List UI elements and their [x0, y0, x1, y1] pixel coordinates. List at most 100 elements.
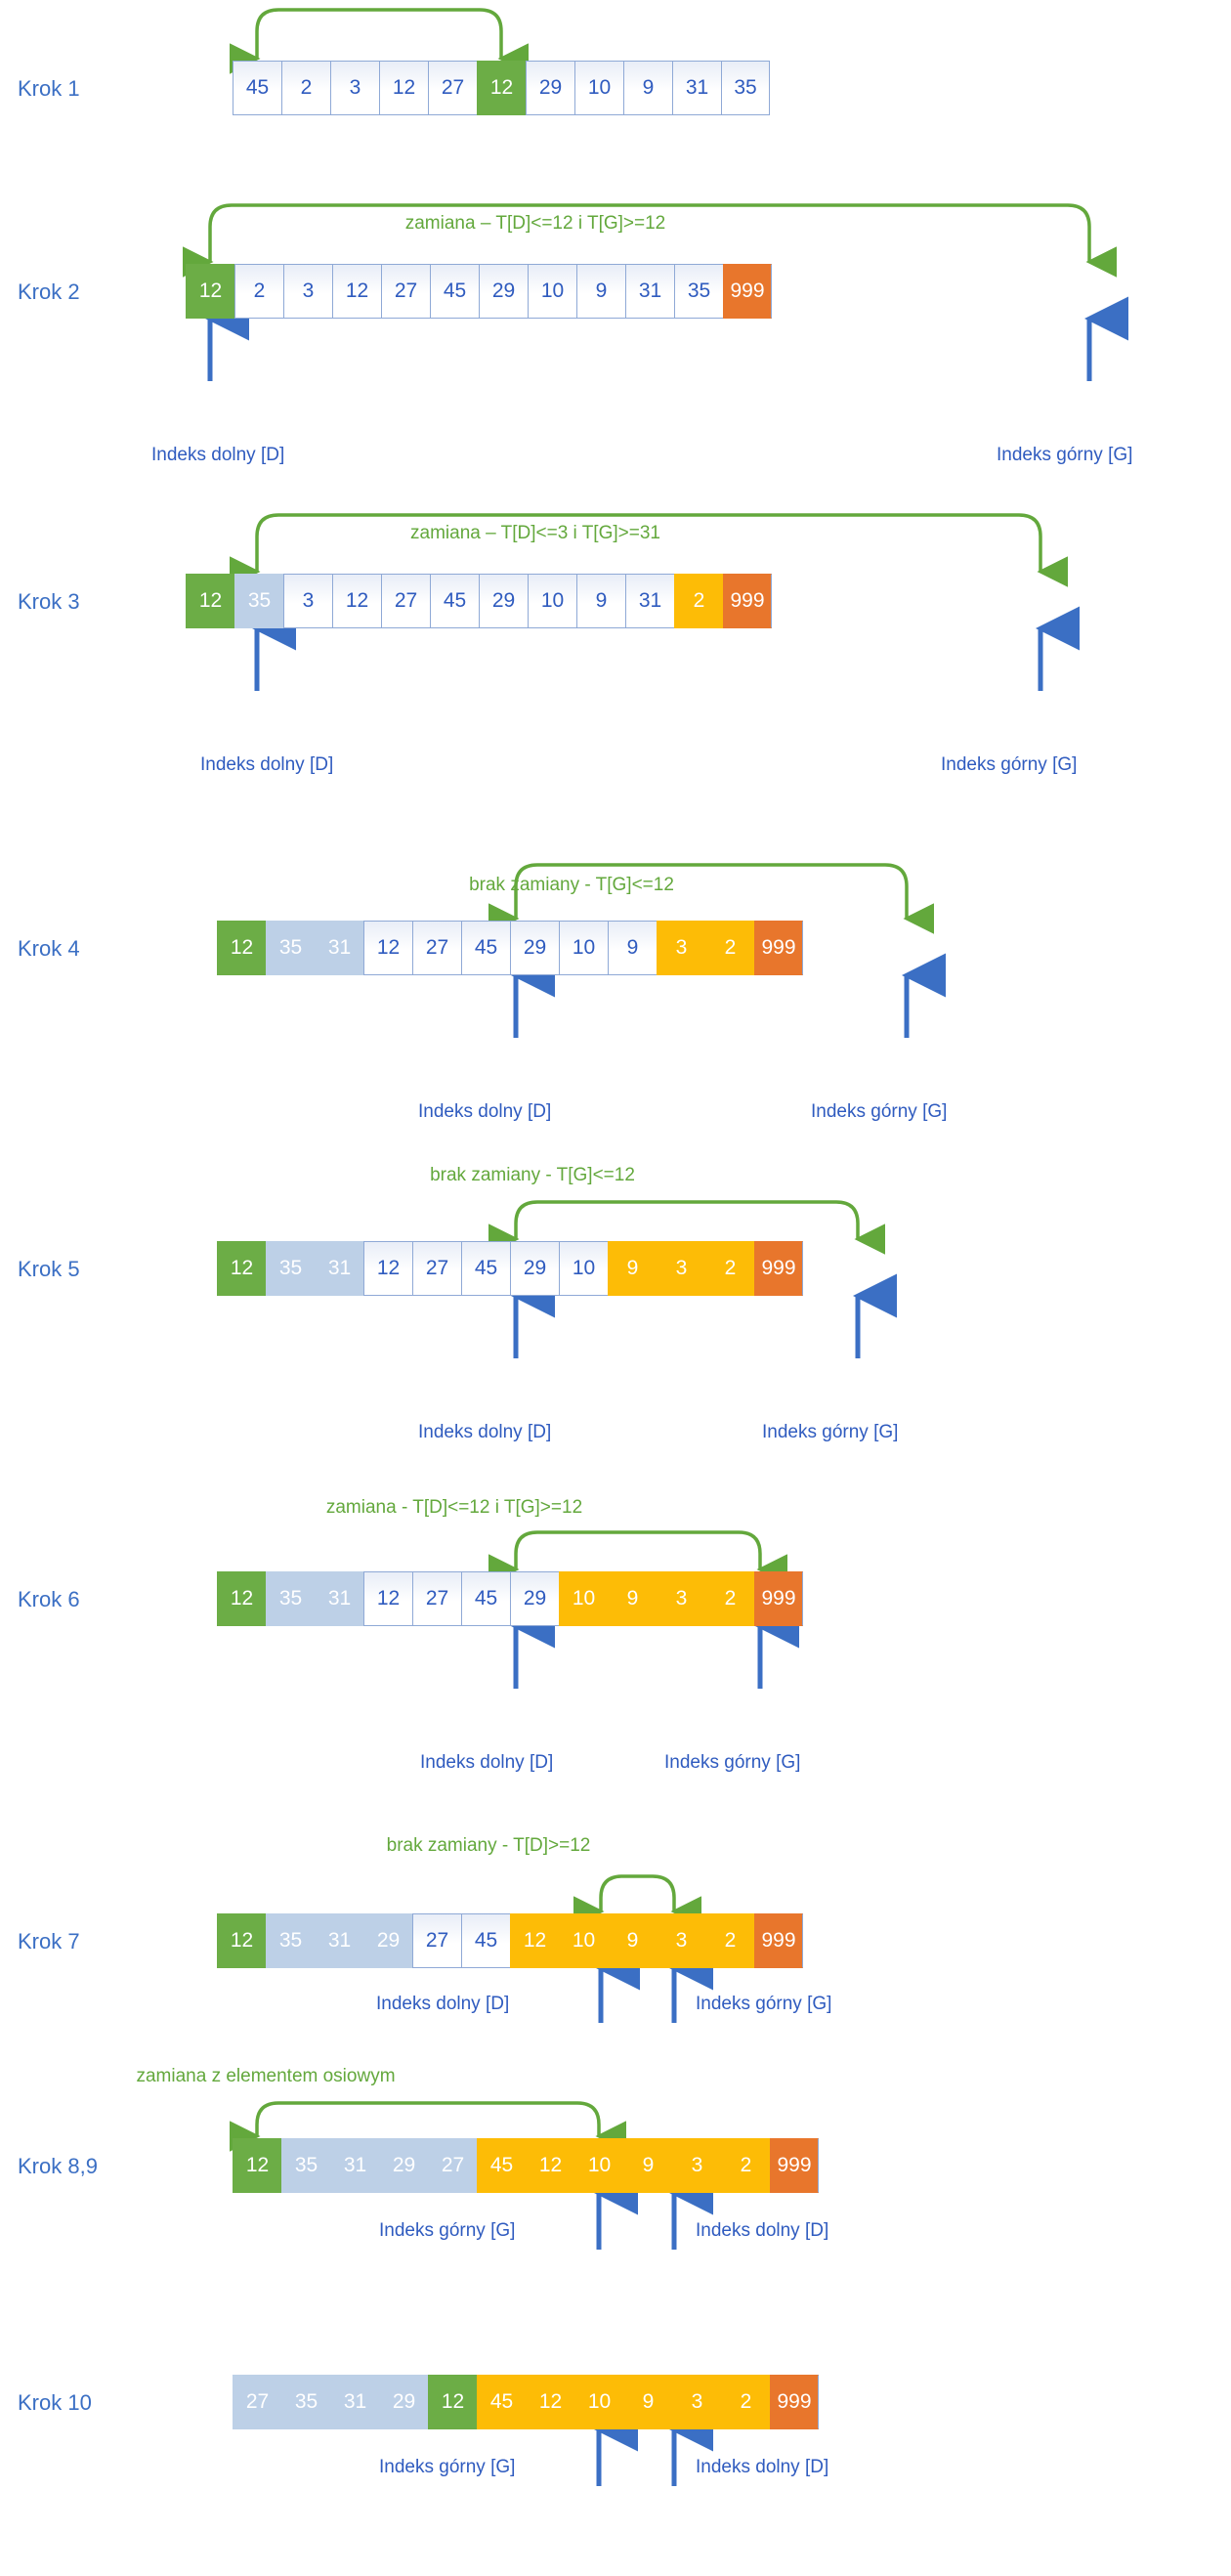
index-label: Indeks dolny [D]: [418, 1422, 552, 1442]
array-cell: 12: [363, 1571, 412, 1626]
array-cell: 999: [754, 1241, 803, 1296]
array-cell: 9: [608, 1241, 657, 1296]
array-cell: 35: [266, 1241, 315, 1296]
index-label: Indeks dolny [D]: [696, 2457, 829, 2477]
array-cell: 2: [281, 61, 330, 115]
index-label: Indeks górny [G]: [379, 2457, 516, 2477]
array-cell: 31: [672, 61, 721, 115]
array-cell: 10: [574, 2138, 623, 2193]
swap-arc-6: [488, 1530, 787, 1585]
index-label: Indeks górny [G]: [762, 1422, 899, 1442]
array-cell: 12: [186, 574, 234, 628]
array-cell: 12: [526, 2138, 574, 2193]
array-cell: 31: [315, 1913, 363, 1968]
array-cell: 999: [770, 2375, 819, 2429]
step-label-2: Krok 2: [18, 279, 80, 304]
array-cell: 31: [625, 574, 674, 628]
array-cell: 35: [266, 1913, 315, 1968]
array-cell: 12: [428, 2375, 477, 2429]
array-cell: 35: [674, 264, 723, 319]
array-cell: 3: [330, 61, 379, 115]
array-cell: 27: [412, 921, 461, 975]
step-label-8: Krok 8,9: [18, 2154, 98, 2178]
swap-note-4: brak zamiany - T[G]<=12: [469, 875, 674, 895]
array-cell: 35: [266, 921, 315, 975]
array-cell: 29: [510, 1571, 559, 1626]
array-cell: 9: [608, 1913, 657, 1968]
step-label-3: Krok 3: [18, 589, 80, 614]
index-label: Indeks dolny [D]: [200, 754, 334, 775]
array-cell: 12: [510, 1913, 559, 1968]
swap-note-8: zamiana z elementem osiowym: [136, 2066, 396, 2086]
array-cell: 27: [381, 264, 430, 319]
array-cell: 9: [608, 921, 657, 975]
array-cell: 29: [363, 1913, 412, 1968]
array-cell: 12: [363, 921, 412, 975]
array-cell: 27: [381, 574, 430, 628]
swap-note-5: brak zamiany - T[G]<=12: [430, 1165, 635, 1185]
array-cell: 35: [281, 2375, 330, 2429]
array-cell: 45: [477, 2138, 526, 2193]
array-cell: 35: [721, 61, 770, 115]
array-cell: 999: [770, 2138, 819, 2193]
array-cell: 12: [186, 264, 234, 319]
array-cell: 9: [623, 61, 672, 115]
array-cell: 2: [705, 1241, 754, 1296]
array-cell: 12: [233, 2138, 281, 2193]
array-cell: 3: [657, 1913, 705, 1968]
array-cell: 29: [510, 921, 559, 975]
array-cell: 10: [574, 2375, 623, 2429]
array-cell: 2: [705, 1571, 754, 1626]
array-cell: 9: [576, 574, 625, 628]
array-cell: 45: [477, 2375, 526, 2429]
array-cell: 31: [330, 2138, 379, 2193]
array-cell: 27: [428, 2138, 477, 2193]
index-label: Indeks dolny [D]: [418, 1101, 552, 1122]
array-cell: 35: [281, 2138, 330, 2193]
index-label: Indeks górny [G]: [997, 445, 1133, 465]
step-label-4: Krok 4: [18, 936, 80, 961]
array-cell: 10: [528, 574, 576, 628]
index-label: Indeks dolny [D]: [376, 1994, 510, 2014]
index-label: Indeks górny [G]: [696, 1994, 832, 2014]
array-cell: 3: [672, 2138, 721, 2193]
step-label-5: Krok 5: [18, 1257, 80, 1281]
array-cell: 3: [283, 264, 332, 319]
array-cell: 12: [477, 61, 526, 115]
array-cell: 3: [657, 1241, 705, 1296]
array-cell: 999: [754, 921, 803, 975]
array-cell: 999: [754, 1913, 803, 1968]
swap-arc-7: [573, 1874, 701, 1927]
array-cell: 12: [332, 574, 381, 628]
array-cell: 2: [705, 1913, 754, 1968]
array-cell: 9: [623, 2375, 672, 2429]
index-label: Indeks górny [G]: [664, 1752, 801, 1773]
array-cell: 27: [412, 1571, 461, 1626]
array-cell: 2: [721, 2138, 770, 2193]
array-cell: 27: [233, 2375, 281, 2429]
array-cell: 45: [430, 574, 479, 628]
array-cell: 29: [379, 2375, 428, 2429]
array-cell: 12: [217, 1571, 266, 1626]
swap-note-6: zamiana - T[D]<=12 i T[G]>=12: [325, 1497, 583, 1518]
array-cell: 10: [559, 921, 608, 975]
array-cell: 12: [379, 61, 428, 115]
array-cell: 31: [315, 1241, 363, 1296]
array-cell: 27: [412, 1913, 461, 1968]
array-cell: 10: [559, 1571, 608, 1626]
array-cell: 999: [723, 574, 772, 628]
swap-note-7: brak zamiany - T[D]>=12: [386, 1835, 591, 1856]
array-cell: 3: [283, 574, 332, 628]
swap-note-3: zamiana – T[D]<=3 i T[G]>=31: [410, 523, 660, 543]
array-cell: 45: [461, 921, 510, 975]
swap-arc-8: [230, 2101, 626, 2152]
array-cell: 29: [379, 2138, 428, 2193]
